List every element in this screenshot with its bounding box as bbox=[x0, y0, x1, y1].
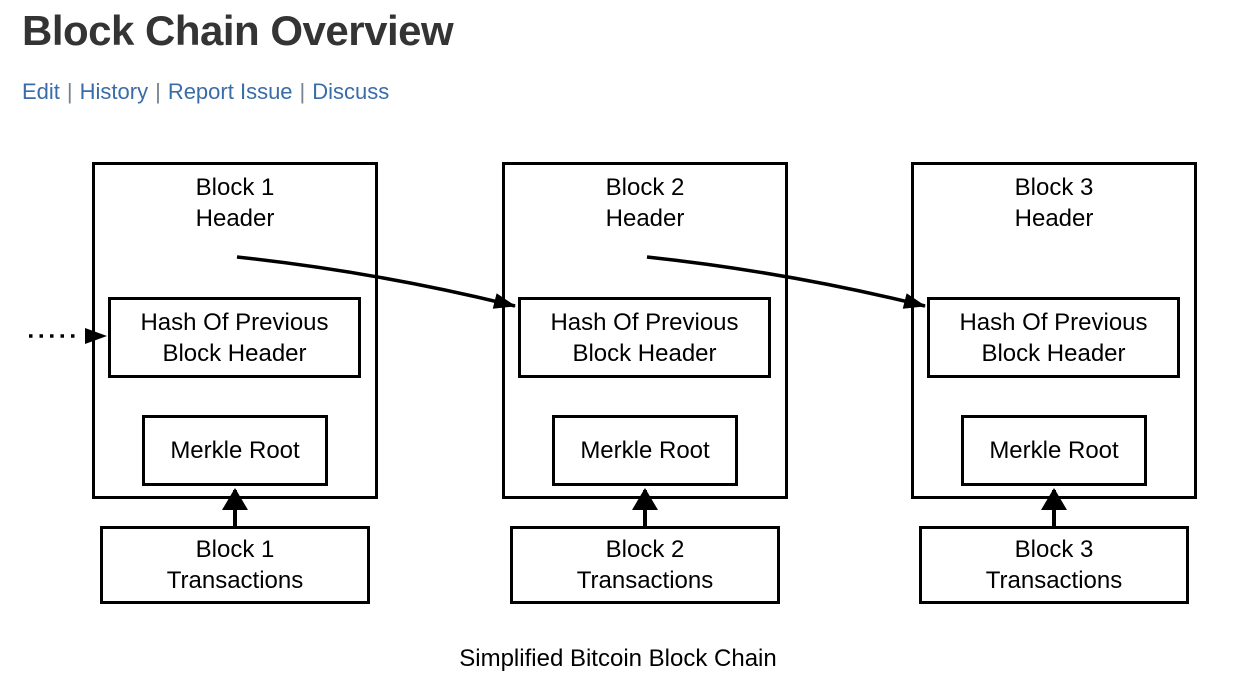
link-separator: | bbox=[66, 79, 73, 104]
block-1-header-label-line2: Header bbox=[195, 205, 275, 232]
block-3-header-label: Block 3 Header bbox=[911, 172, 1197, 234]
block-2-prev-hash-line2: Block Header bbox=[572, 339, 717, 367]
block-2-transactions-line2: Transactions bbox=[576, 567, 714, 594]
block-3-prev-hash-line2: Block Header bbox=[981, 339, 1126, 367]
link-separator: | bbox=[299, 79, 306, 104]
block-1-merkle-root-box: Merkle Root bbox=[142, 415, 328, 486]
discuss-link[interactable]: Discuss bbox=[312, 79, 390, 104]
block-2-header-label-line2: Header bbox=[605, 205, 685, 232]
block-1-header-label-line1: Block 1 bbox=[195, 174, 275, 201]
block-2-prev-hash-box: Hash Of Previous Block Header bbox=[518, 297, 771, 378]
page-title: Block Chain Overview bbox=[22, 7, 454, 54]
block-3-merkle-root-label: Merkle Root bbox=[989, 437, 1119, 464]
link-separator: | bbox=[155, 79, 161, 104]
block-3-prev-hash-box: Hash Of Previous Block Header bbox=[927, 297, 1180, 378]
block-1-header-label: Block 1 Header bbox=[92, 172, 378, 234]
block-2-merkle-root-label: Merkle Root bbox=[580, 437, 710, 464]
block-3-prev-hash-line1: Hash Of Previous bbox=[959, 308, 1148, 336]
block-2-transactions-line1: Block 2 bbox=[605, 536, 685, 563]
block-1-transactions-box: Block 1 Transactions bbox=[100, 526, 370, 604]
block-3-merkle-root-box: Merkle Root bbox=[961, 415, 1147, 486]
block-1-prev-hash-line2: Block Header bbox=[162, 339, 307, 367]
block-3-transactions-line2: Transactions bbox=[985, 567, 1123, 594]
block-1-transactions-line2: Transactions bbox=[166, 567, 304, 594]
edit-link[interactable]: Edit bbox=[22, 79, 60, 104]
block-1-merkle-root-label: Merkle Root bbox=[170, 437, 300, 464]
diagram-caption: Simplified Bitcoin Block Chain bbox=[459, 645, 777, 672]
block-2-header-label-line1: Block 2 bbox=[605, 174, 685, 201]
block-3-header-label-line1: Block 3 bbox=[1014, 174, 1094, 201]
block-2-prev-hash-line1: Hash Of Previous bbox=[550, 308, 739, 336]
block-2-header-label: Block 2 Header bbox=[502, 172, 788, 234]
block-1-prev-hash-line1: Hash Of Previous bbox=[140, 308, 329, 336]
report-issue-link[interactable]: Report Issue bbox=[167, 79, 293, 104]
block-3-transactions-line1: Block 3 bbox=[1014, 536, 1094, 563]
block-3-header-label-line2: Header bbox=[1014, 205, 1094, 232]
block-3-transactions-box: Block 3 Transactions bbox=[919, 526, 1189, 604]
history-link[interactable]: History bbox=[79, 79, 149, 104]
block-2-merkle-root-box: Merkle Root bbox=[552, 415, 738, 486]
page-action-links: Edit|History|Report Issue|Discuss bbox=[22, 79, 389, 105]
block-1-transactions-line1: Block 1 bbox=[195, 536, 275, 563]
block-1-prev-hash-box: Hash Of Previous Block Header bbox=[108, 297, 361, 378]
block-2-transactions-box: Block 2 Transactions bbox=[510, 526, 780, 604]
